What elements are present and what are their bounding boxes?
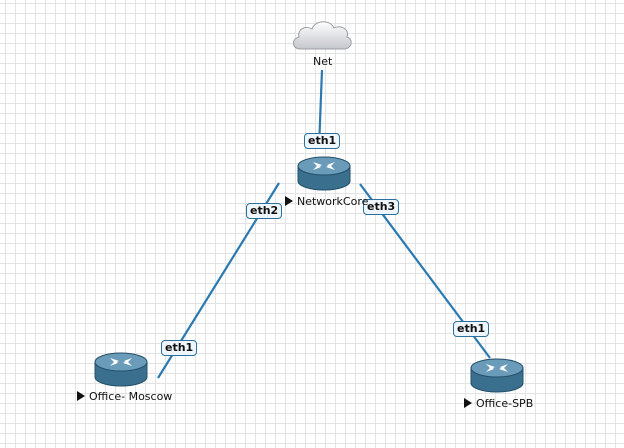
- node-net[interactable]: Net: [290, 16, 354, 68]
- node-label-office-spb[interactable]: Office-SPB: [464, 397, 533, 410]
- iface-label-core-eth3[interactable]: eth3: [363, 199, 400, 215]
- node-networkcore[interactable]: [297, 156, 351, 196]
- node-label-networkcore[interactable]: NetworkCore: [285, 195, 368, 208]
- start-node-icon[interactable]: [464, 398, 472, 408]
- iface-label-moscow-eth1[interactable]: eth1: [161, 340, 198, 356]
- cloud-icon: [293, 21, 352, 50]
- start-node-icon[interactable]: [77, 391, 85, 401]
- router-icon: [470, 358, 524, 393]
- start-node-icon[interactable]: [285, 196, 293, 206]
- iface-label-spb-eth1[interactable]: eth1: [453, 321, 490, 337]
- router-icon: [297, 156, 351, 191]
- iface-label-core-eth1[interactable]: eth1: [304, 133, 341, 149]
- node-label-office-moscow[interactable]: Office- Moscow: [77, 390, 172, 403]
- router-icon: [94, 352, 148, 387]
- node-office-moscow[interactable]: [94, 352, 148, 392]
- node-office-spb[interactable]: [470, 358, 524, 398]
- node-label-net: Net: [313, 55, 333, 68]
- iface-label-core-eth2[interactable]: eth2: [246, 203, 283, 219]
